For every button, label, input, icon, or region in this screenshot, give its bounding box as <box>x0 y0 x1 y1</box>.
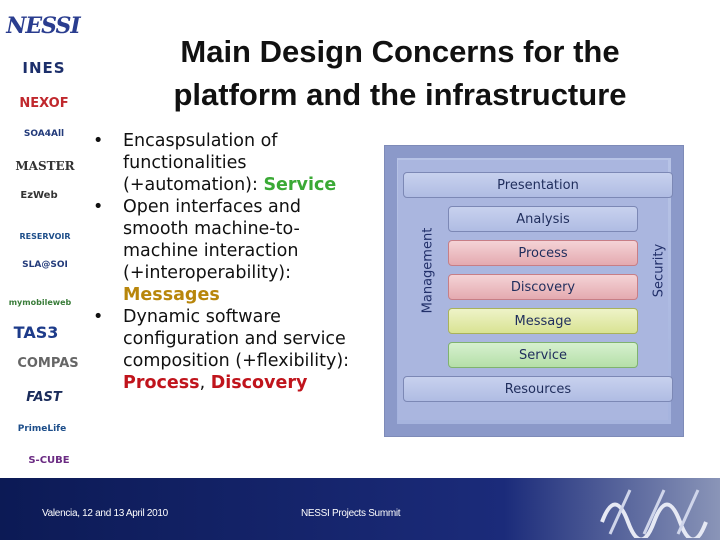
bullet-icon: • <box>93 307 104 327</box>
sla-soi-logo: SLA@SOI <box>22 260 68 270</box>
keyword-service: Service <box>263 175 337 195</box>
keyword-discovery: Discovery <box>210 373 308 393</box>
master-logo: MASTER <box>15 159 75 173</box>
reservoir-logo: RESERVOIR <box>19 231 71 241</box>
management-label: Management <box>420 227 436 314</box>
bullet-icon: • <box>93 197 104 217</box>
layer-presentation: Presentation <box>403 172 673 198</box>
layer-discovery: Discovery <box>448 274 638 300</box>
fast-logo: FAST <box>26 389 62 405</box>
ines-logo: INES <box>22 59 66 77</box>
mymobileweb-logo: mymobileweb <box>8 297 72 307</box>
slide-title: Main Design Concerns for the platform an… <box>110 30 690 116</box>
layer-message: Message <box>448 308 638 334</box>
bullet-item-service: • Encaspsulation of functionalities (+au… <box>93 131 337 195</box>
layer-service: Service <box>448 342 638 368</box>
tas3-logo: TAS3 <box>13 322 59 342</box>
bullet-item-messages: • Open interfaces and smooth machine-to-… <box>93 197 301 305</box>
primelife-logo: PrimeLife <box>17 424 67 434</box>
footer-decoration-icon <box>600 489 708 538</box>
nexof-logo: NEXOF <box>19 95 69 111</box>
s-cube-logo: S-CUBE <box>28 454 70 466</box>
title-line-1: Main Design Concerns for the <box>180 34 620 69</box>
layer-resources: Resources <box>403 376 673 402</box>
bullet-icon: • <box>93 131 104 151</box>
keyword-messages: Messages <box>123 285 220 305</box>
footer-date: Valencia, 12 and 13 April 2010 <box>42 508 168 519</box>
ezweb-logo: EzWeb <box>20 189 58 201</box>
layer-process: Process <box>448 240 638 266</box>
keyword-process: Process <box>123 373 200 393</box>
footer-bar <box>0 478 720 540</box>
layer-analysis: Analysis <box>448 206 638 232</box>
footer-event: NESSI Projects Summit <box>301 508 401 519</box>
bullet-item-process-discovery: • Dynamic software configuration and ser… <box>93 307 350 393</box>
security-label: Security <box>651 243 667 298</box>
soa4all-logo: SOA4All <box>23 129 65 139</box>
title-line-2: platform and the infrastructure <box>173 77 627 112</box>
nessi-logo: NESSI <box>6 13 80 39</box>
compas-logo: COMPAS <box>17 355 79 371</box>
bullet-list: • Encaspsulation of functionalities (+au… <box>93 130 393 394</box>
